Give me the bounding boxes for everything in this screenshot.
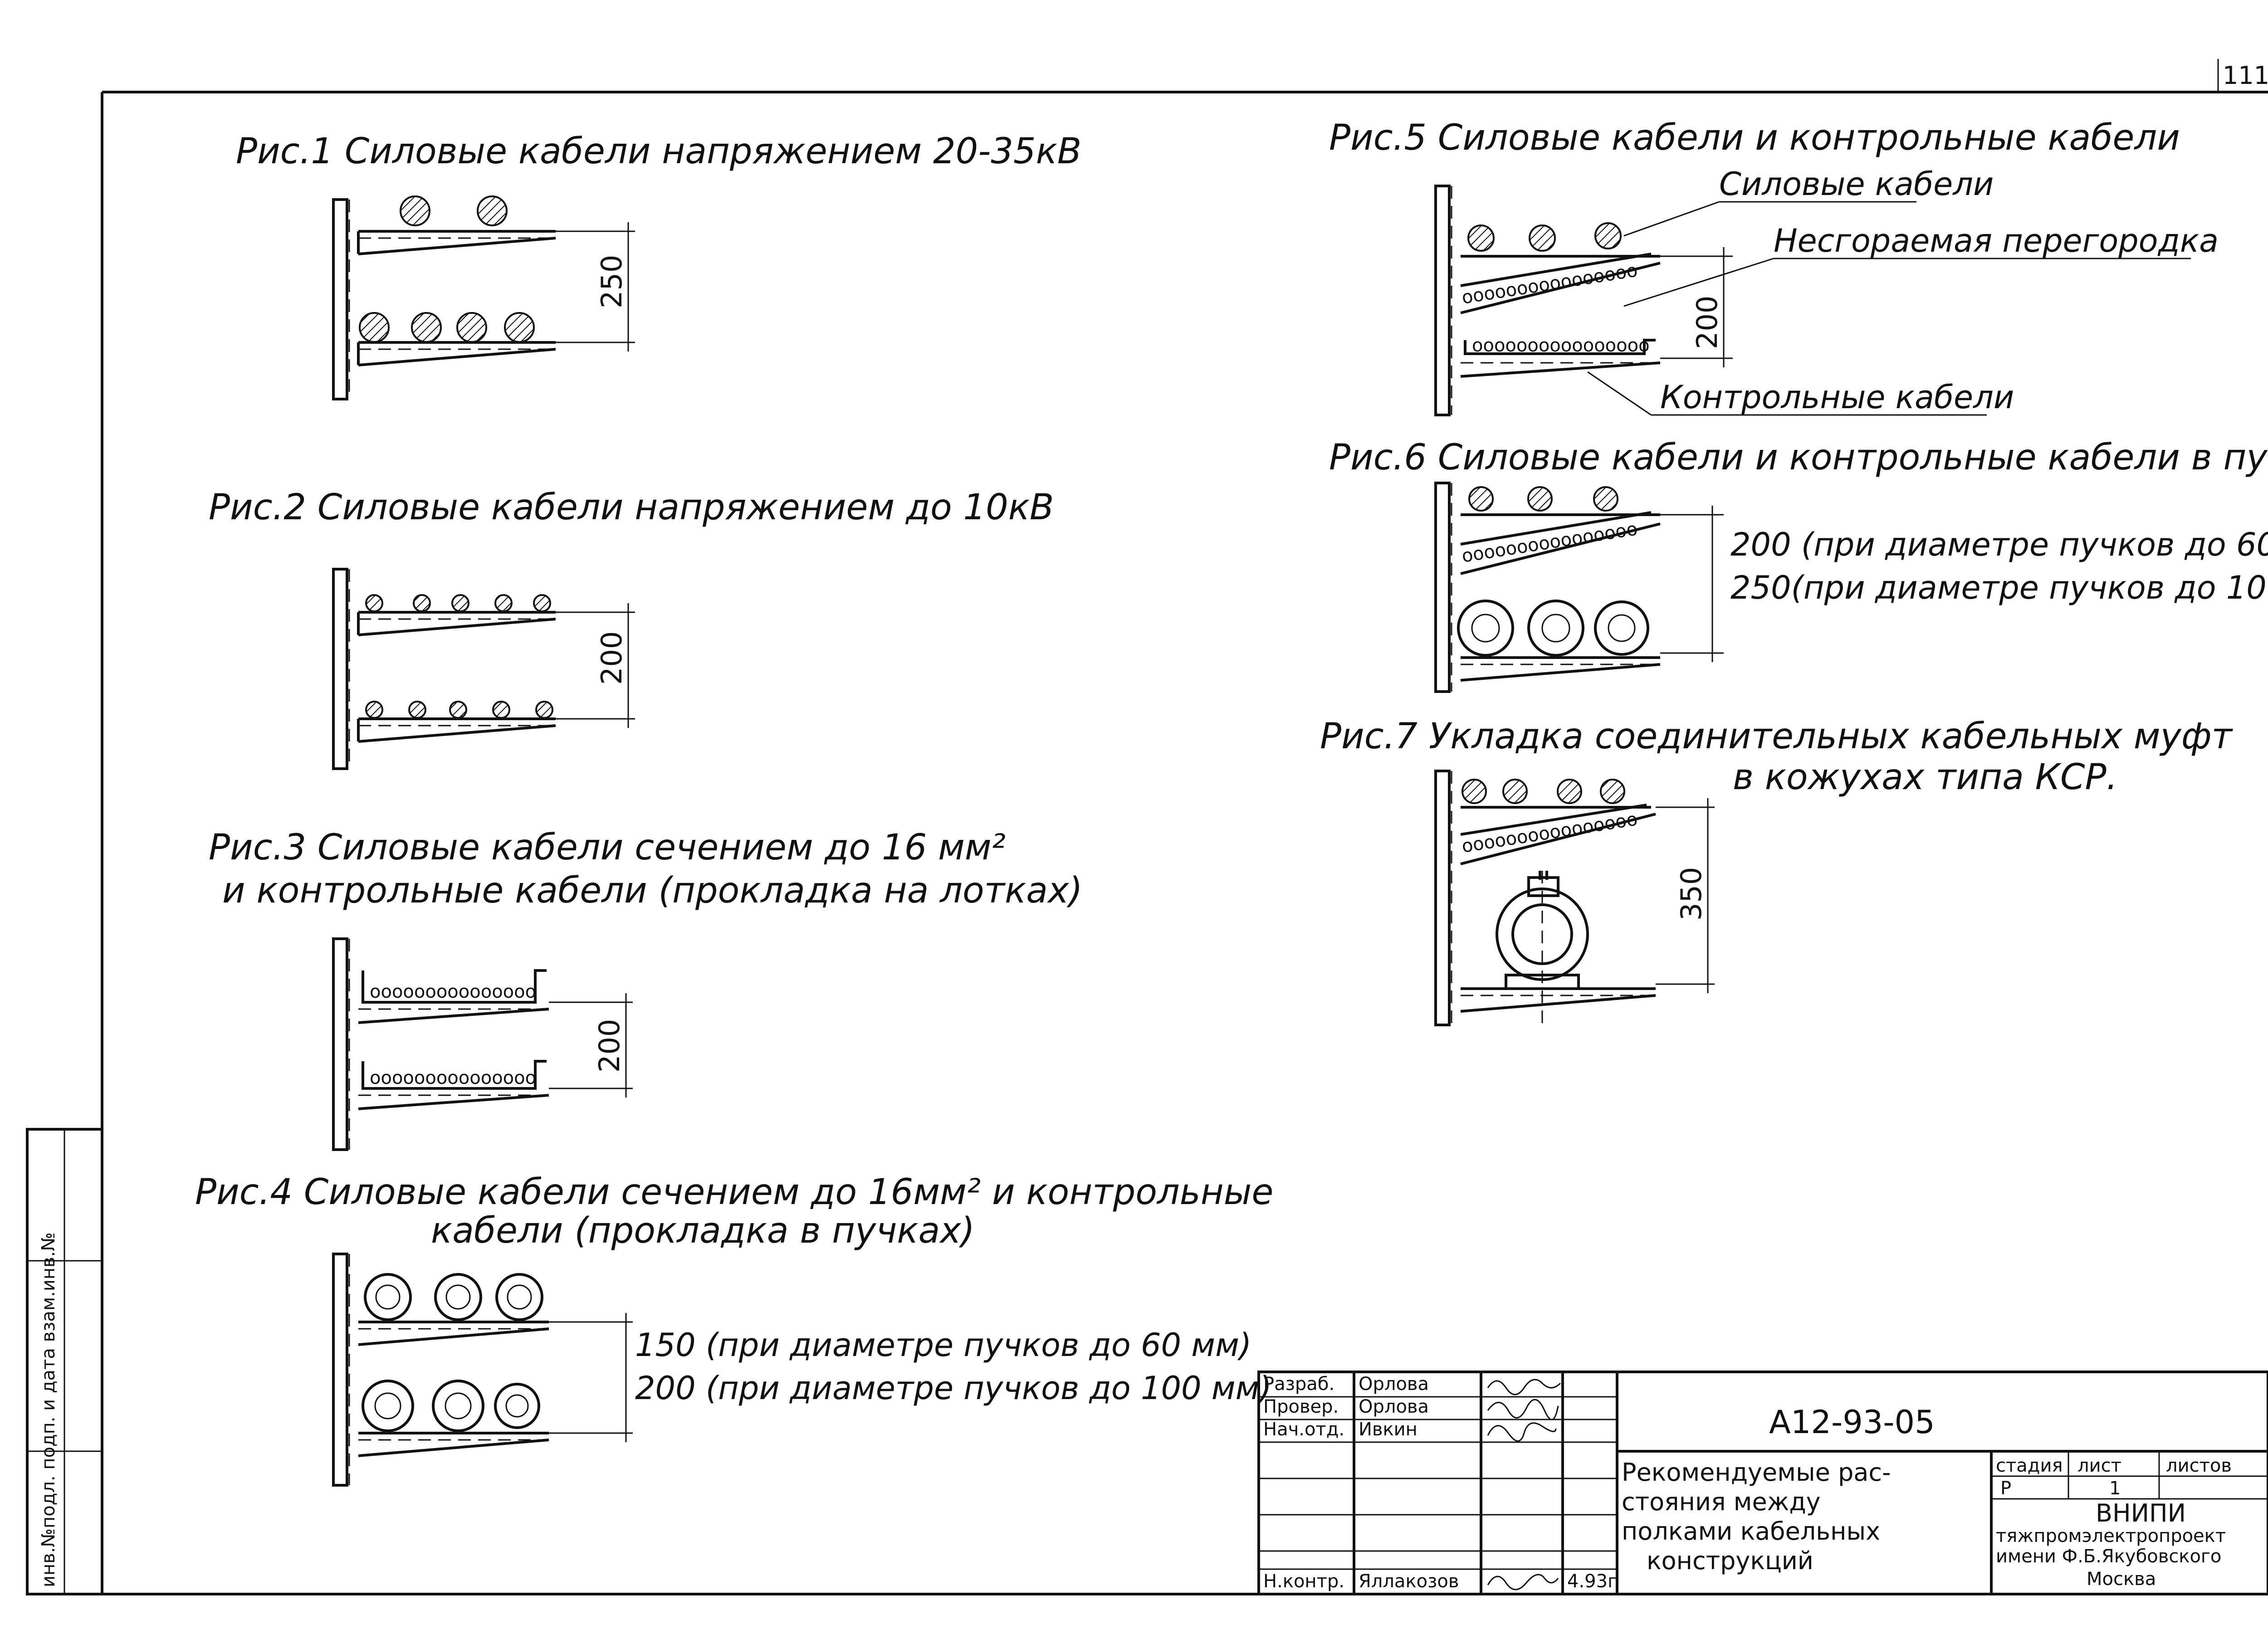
fig4-note1: 150 (при диаметре пучков до 60 мм) [635,1327,1251,1364]
tb-stage-header: стадия [1996,1455,2063,1476]
tb-org-4: Москва [2087,1569,2156,1590]
fig6-control-upper: oooooooooooooooo [1460,518,1639,567]
fig5-upper-shelf: oooooooooooooooo [1460,222,1661,314]
fig3-cables-upper: ooooooooooooooo [370,981,536,1002]
fig5-dim-value: 200 [1691,296,1724,349]
fig5-label-control: Контрольные кабели [1660,379,2014,416]
tb-role-1: Разраб. [1263,1374,1334,1395]
tb-sheet-header: лист [2077,1455,2121,1476]
tb-doc-code: А12-93-05 [1769,1404,1935,1441]
fig1-dimension: 250 [556,222,635,351]
fig7-dimension: 350 [1656,798,1715,993]
tb-org-1: ВНИПИ [2096,1499,2186,1527]
fig5-callouts: Силовые кабели Несгораемая перегородка К… [1587,166,2219,416]
tb-date: 4.93г [1567,1571,1617,1592]
fig4-caption-line2: кабели (прокладка в пучках) [431,1210,975,1251]
fig7-caption-line2: в кожухах типа КСР. [1733,757,2117,798]
fig3-caption-line2: и контрольные кабели (прокладка на лотка… [222,870,1083,911]
title-block: Разраб. Орлова Провер. Орлова Нач.отд. И… [1257,1371,2268,1595]
fig6-caption: Рис.6 Силовые кабели и контрольные кабел… [1329,437,2268,478]
figure-2: Рис.2 Силовые кабели напряжением до 10кВ [209,487,1054,770]
tb-name-1: Орлова [1359,1374,1429,1395]
fig5-label-power: Силовые кабели [1719,166,1994,203]
fig3-dimension: 200 [549,993,633,1097]
fig5-lower-shelf: oooooooooooooooo [1460,335,1661,378]
side-stamp: инв.№подл. подп. и дата взам.инв.№ [26,1128,103,1595]
fig3-dim-value: 200 [593,1019,626,1073]
signature-3 [1487,1422,1557,1442]
fig4-upper-shelf [358,1273,549,1346]
fig1-dim-value: 250 [595,255,628,308]
figure-5: Рис.5 Силовые кабели и контрольные кабел… [1329,117,2219,416]
fig7-caption-line1: Рис.7 Укладка соединительных кабельных м… [1320,716,2234,757]
fig1-caption: Рис.1 Силовые кабели напряжением 20-35кВ [236,131,1081,172]
fig5-caption: Рис.5 Силовые кабели и контрольные кабел… [1329,117,2180,158]
tb-role-4: Н.контр. [1263,1571,1344,1592]
tb-sheets-header: листов [2166,1455,2232,1476]
side-stamp-text: инв.№подл. подп. и дата взам.инв.№ [38,1232,59,1587]
fig1-lower-shelf [357,312,556,366]
tb-title-2: стояния между [1622,1488,1821,1516]
fig7-lower-shelf [1460,987,1656,1013]
fig7-dim-value: 350 [1675,867,1708,921]
fig4-note2: 200 (при диаметре пучков до 100 мм) [635,1370,1272,1407]
fig6-lower-shelf [1457,600,1661,682]
signature-2 [1487,1399,1559,1420]
fig4-caption-line1: Рис.4 Силовые кабели сечением до 16мм² и… [195,1172,1273,1213]
tb-org-3: имени Ф.Б.Якубовского [1996,1546,2221,1567]
fig7-upper-shelf: oooooooooooooooo [1460,779,1656,865]
fig3-caption-line1: Рис.3 Силовые кабели сечением до 16 мм² [209,827,1006,868]
fig5-dimension: 200 [1660,247,1733,367]
tb-title-4: конструкций [1647,1546,1813,1575]
tb-title-1: Рекомендуемые рас- [1622,1458,1891,1487]
tb-sheet-value: 1 [2109,1478,2121,1499]
fig5-label-partition: Несгораемая перегородка [1774,222,2219,259]
figure-3: Рис.3 Силовые кабели сечением до 16 мм² … [209,827,1083,1151]
fig2-dimension: 200 [556,603,635,728]
figure-7: Рис.7 Укладка соединительных кабельных м… [1320,716,2234,1026]
tb-name-3: Ивкин [1359,1419,1418,1440]
fig2-caption: Рис.2 Силовые кабели напряжением до 10кВ [209,487,1054,528]
fig2-upper-shelf [357,594,556,636]
signature-1 [1487,1379,1561,1395]
tb-name-4: Яллакозов [1359,1571,1459,1592]
fig6-upper-shelf: oooooooooooooooo [1460,486,1661,575]
tb-title-3: полками кабельных [1622,1517,1880,1546]
sheet-frame [27,59,2268,1595]
fig2-lower-shelf [357,701,556,743]
fig3-lower-tray: ooooooooooooooo [358,1060,549,1110]
figure-6: Рис.6 Силовые кабели и контрольные кабел… [1329,437,2268,693]
tb-stage-value: Р [2000,1478,2011,1499]
fig5-control-upper: oooooooooooooooo [1460,260,1639,308]
fig3-upper-tray: ooooooooooooooo [358,969,549,1024]
tb-role-2: Провер. [1263,1396,1339,1417]
tb-role-3: Нач.отд. [1263,1419,1344,1440]
fig7-control-upper: oooooooooooooooo [1460,809,1639,857]
fig5-control-lower: oooooooooooooooo [1472,335,1650,356]
fig4-lower-shelf [358,1380,549,1457]
tb-name-2: Орлова [1359,1396,1429,1417]
figure-1: Рис.1 Силовые кабели напряжением 20-35кВ [236,131,1081,400]
fig2-dim-value: 200 [595,631,628,685]
signature-4 [1487,1574,1559,1590]
fig3-cables-lower: ooooooooooooooo [370,1068,536,1088]
figure-4: Рис.4 Силовые кабели сечением до 16мм² и… [195,1172,1273,1487]
fig1-upper-shelf [357,195,556,255]
fig4-dimension: 150 (при диаметре пучков до 60 мм) 200 (… [549,1313,1272,1442]
sheet-number: 111 [2223,61,2268,90]
tb-org-2: тяжпромэлектропроект [1996,1526,2226,1546]
